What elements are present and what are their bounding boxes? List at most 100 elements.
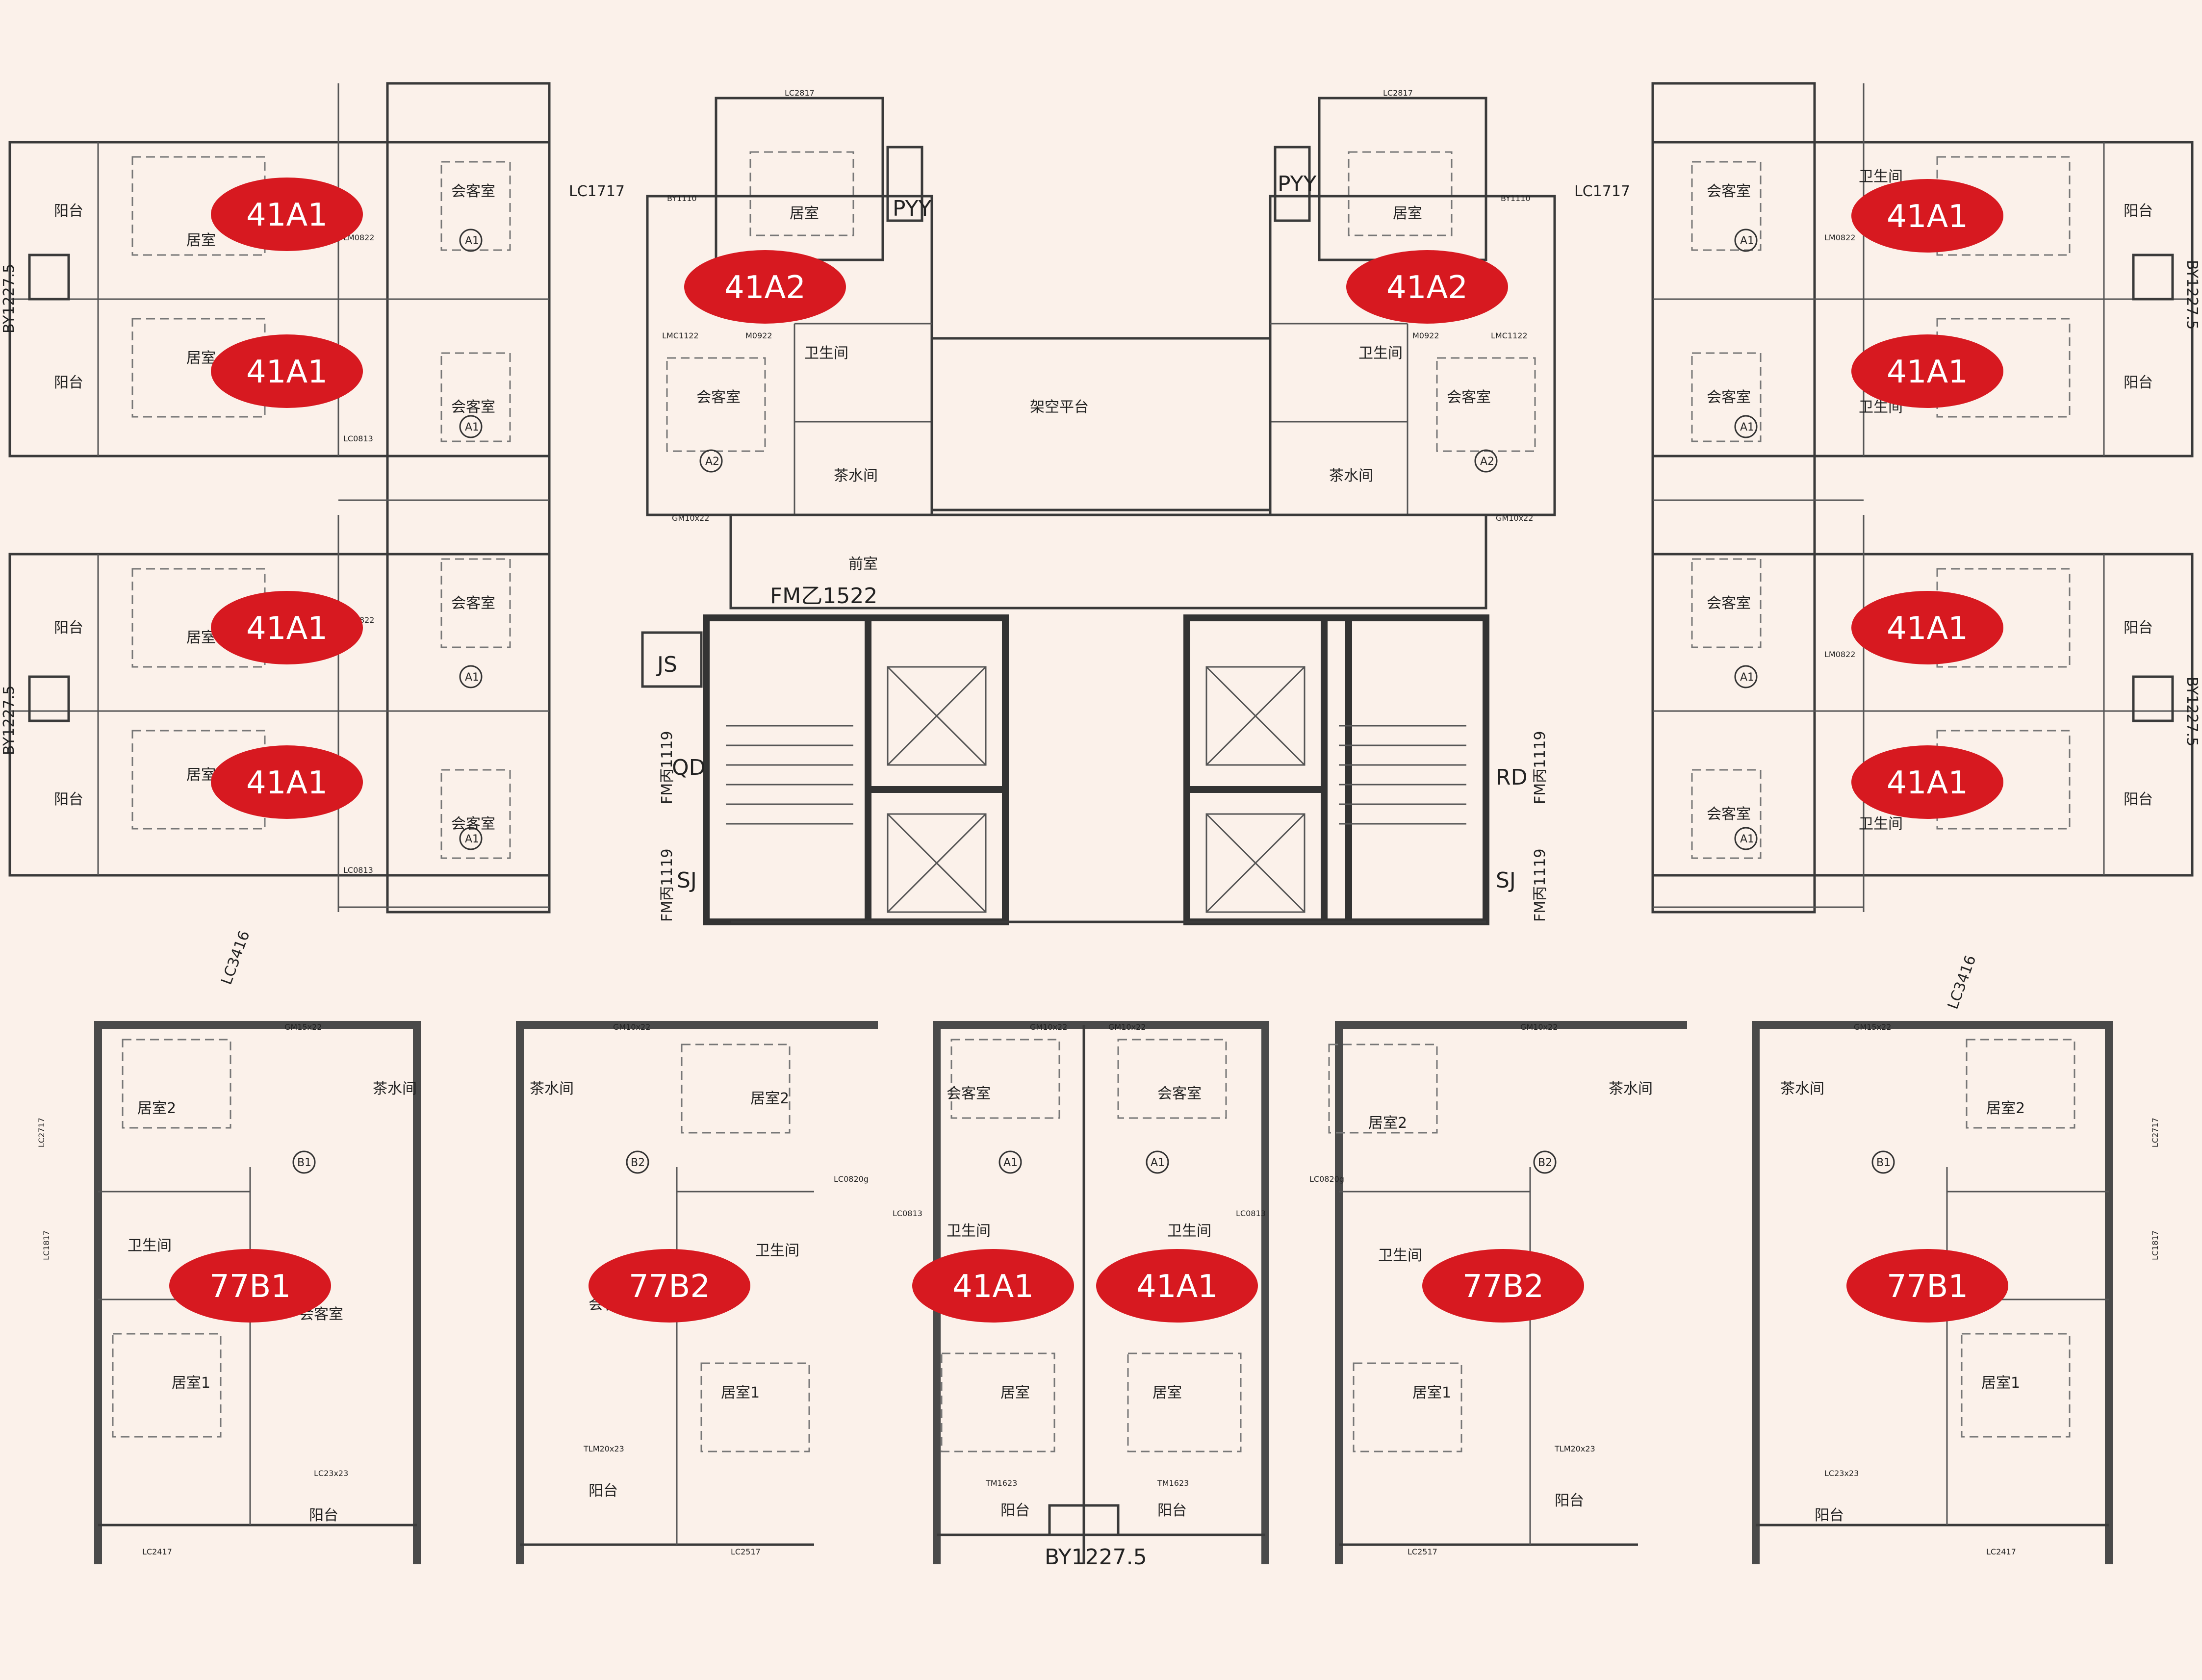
room-label: 居室 — [790, 205, 819, 222]
code-label: LC2517 — [731, 1547, 761, 1556]
room-label: 居室1 — [1981, 1375, 2020, 1392]
by-label: BY1227.5 — [0, 264, 18, 333]
unit-badge: 41A1 — [1096, 1249, 1258, 1323]
unit-badges: 41A1 41A1 41A1 41A1 41A2 41A2 41A1 41A1 … — [169, 178, 2008, 1323]
code-label: LC0813 — [343, 434, 373, 443]
unit-badge: 41A1 — [1851, 179, 2003, 253]
room-label: 居室1 — [1412, 1384, 1451, 1401]
unit-badge: 41A2 — [684, 250, 846, 324]
marker-b2: B2 — [631, 1157, 645, 1169]
svg-text:41A1: 41A1 — [246, 354, 328, 390]
room-label: 茶水间 — [834, 467, 878, 484]
room-label: 茶水间 — [373, 1080, 417, 1097]
marker-a1: A1 — [465, 671, 479, 684]
code-label: TM1623 — [1157, 1478, 1189, 1488]
unit-badge: 41A1 — [211, 591, 363, 664]
marker-a1: A1 — [1740, 421, 1754, 433]
room-label: 阳台 — [309, 1507, 338, 1524]
code-label: LM0822 — [343, 233, 374, 242]
svg-text:41A2: 41A2 — [724, 270, 806, 306]
code-label: LC2717 — [2151, 1118, 2160, 1147]
marker-a1: A1 — [1740, 235, 1754, 247]
by-label: BY1227.5 — [0, 686, 18, 755]
code-label: LM0822 — [1824, 233, 1855, 242]
js-label: JS — [656, 652, 677, 677]
unit-badge: 41A1 — [1851, 334, 2003, 408]
room-label: 会客室 — [1447, 389, 1491, 406]
code-label: LC0820g — [834, 1174, 869, 1184]
unit-badge: 41A1 — [912, 1249, 1074, 1323]
code-label: LMC1122 — [662, 331, 699, 340]
code-label: LC23x23 — [1824, 1469, 1859, 1478]
code-label: LC2817 — [785, 88, 815, 98]
pyy-label: PYY — [893, 196, 931, 221]
room-label: 阳台 — [1555, 1492, 1584, 1509]
room-label: 居室 — [186, 766, 216, 784]
room-label: 卫生间 — [1358, 345, 1403, 362]
marker-a1: A1 — [465, 235, 479, 247]
code-label: LC2517 — [1408, 1547, 1437, 1556]
svg-text:41A1: 41A1 — [952, 1269, 1034, 1305]
code-label: M0922 — [1412, 331, 1439, 340]
room-label: 居室2 — [137, 1100, 176, 1117]
by-label: BY1227.5 — [1045, 1545, 1147, 1570]
svg-text:77B2: 77B2 — [629, 1269, 710, 1305]
code-label: LC2417 — [1986, 1547, 2016, 1556]
platform-label: 架空平台 — [1030, 399, 1089, 416]
room-label: 卫生间 — [804, 345, 848, 362]
room-label: 茶水间 — [1329, 467, 1373, 484]
code-label: GM10x22 — [672, 513, 709, 523]
unit-badge: 41A1 — [1851, 745, 2003, 819]
svg-text:77B1: 77B1 — [1887, 1269, 1968, 1305]
unit-badge: 77B1 — [169, 1249, 331, 1323]
marker-a1: A1 — [465, 833, 479, 845]
room-label: 阳台 — [54, 374, 83, 391]
code-label: GM10x22 — [1496, 513, 1533, 523]
room-label: 会客室 — [451, 595, 495, 612]
code-label: GM10x22 — [1520, 1022, 1558, 1032]
fm-label: FM丙1119 — [1532, 731, 1549, 805]
room-label: 居室 — [1000, 1384, 1030, 1401]
svg-text:77B1: 77B1 — [209, 1269, 291, 1305]
room-label: 会客室 — [451, 183, 495, 200]
marker-a2: A2 — [1480, 456, 1494, 468]
room-label: 会客室 — [1157, 1085, 1202, 1102]
code-label: LC1817 — [42, 1230, 51, 1260]
code-label: BY1110 — [667, 194, 697, 203]
svg-text:41A1: 41A1 — [1887, 199, 1968, 235]
room-label: 会客室 — [1707, 806, 1751, 823]
room-label: 居室 — [186, 350, 216, 367]
code-label: TLM20x23 — [1554, 1444, 1595, 1453]
unit-badge: 41A1 — [1851, 591, 2003, 664]
room-label: 阳台 — [54, 791, 83, 808]
room-label: 会客室 — [696, 389, 741, 406]
marker-b2: B2 — [1538, 1157, 1552, 1169]
room-label: 会客室 — [451, 815, 495, 833]
room-label: 茶水间 — [1609, 1080, 1653, 1097]
room-label: 阳台 — [2124, 374, 2153, 391]
bottom-row: 居室2 卫生间 居室1 会客室 阳台 茶水间 GM15x22 LC2417 LC… — [37, 1021, 2160, 1570]
by-label: BY1227.5 — [2183, 260, 2201, 330]
code-label: LC0813 — [343, 865, 373, 875]
room-label: 卫生间 — [755, 1242, 799, 1259]
rd-label: RD — [1496, 765, 1527, 790]
fm-label: FM丙1119 — [1532, 849, 1549, 922]
code-label: LMC1122 — [1491, 331, 1528, 340]
room-label: 会客室 — [1707, 595, 1751, 612]
code-label: TLM20x23 — [583, 1444, 624, 1453]
svg-text:41A1: 41A1 — [1887, 354, 1968, 390]
room-label: 居室1 — [172, 1375, 210, 1392]
marker-a1: A1 — [1740, 833, 1754, 845]
room-label: 卫生间 — [128, 1237, 172, 1254]
svg-text:41A1: 41A1 — [1887, 611, 1968, 647]
code-label: LM0822 — [1824, 650, 1855, 659]
svg-text:41A1: 41A1 — [246, 611, 328, 647]
room-label: 居室 — [1152, 1384, 1182, 1401]
room-label: 居室2 — [1368, 1115, 1407, 1132]
marker-b1: B1 — [1876, 1157, 1891, 1169]
unit-badge: 41A2 — [1346, 250, 1508, 324]
sj-label: SJ — [677, 868, 697, 893]
code-label: LC2817 — [1383, 88, 1413, 98]
marker-a2: A2 — [705, 456, 719, 468]
